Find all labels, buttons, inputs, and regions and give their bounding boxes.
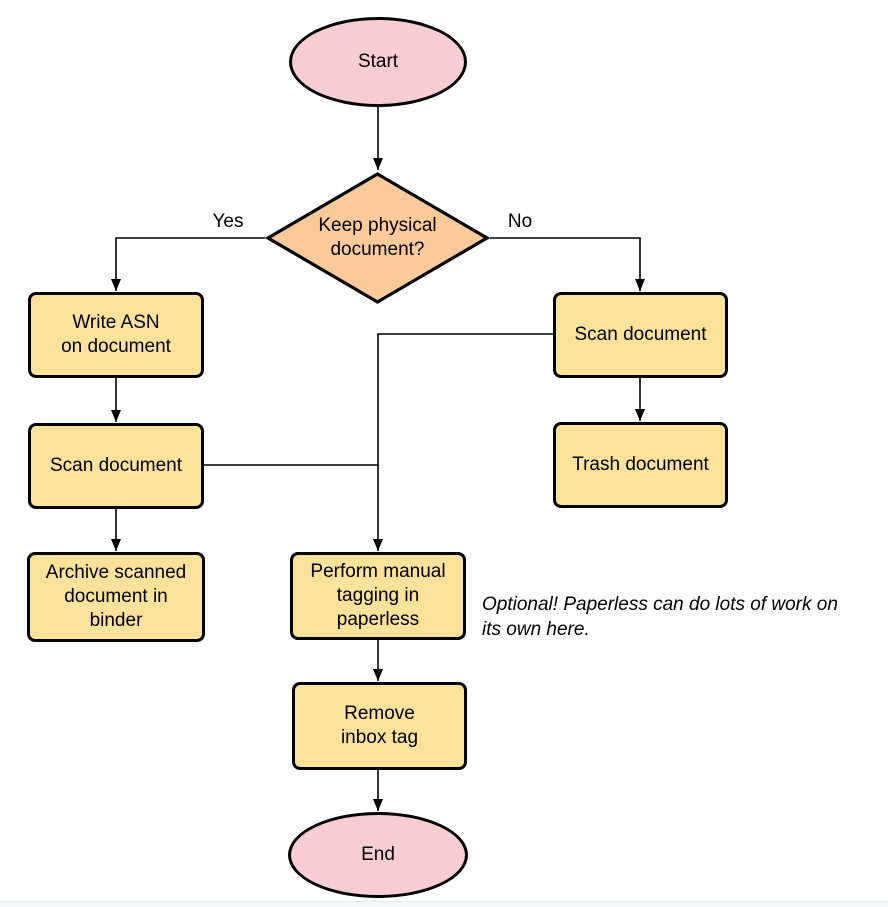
node-end-line: End [361,844,395,865]
node-scan-right-line: Scan document [574,324,707,345]
edge-scan-right-to-junction [377,333,553,465]
node-archive-line: binder [89,610,143,631]
node-remove-inbox-line: Remove [344,703,415,724]
node-archive-label: Archive scanned document in binder [46,561,186,633]
node-perform-tagging-line: Perform manual [310,561,446,582]
node-write-asn-line: on document [61,336,171,357]
node-write-asn-label: Write ASN on document [61,311,171,359]
node-scan-left-label: Scan document [50,454,182,478]
node-scan-left-line: Scan document [49,455,183,476]
edge-label-yes: Yes [203,211,253,233]
node-scan-right-label: Scan document [574,323,706,347]
node-archive-line: document in [64,586,168,607]
node-archive-document: Archive scanned document in binder [27,552,205,642]
annotation-optional-note: Optional! Paperless can do lots of work … [482,592,838,642]
edge-scan-left-to-perform-tagging [204,464,383,551]
node-perform-tagging-line: tagging in [336,585,420,606]
edge-decision-no-to-scan-right [490,237,645,291]
annotation-line: Optional! Paperless can do lots of work … [482,594,838,615]
node-decision-line: Keep physical [318,215,437,236]
annotation-line: its own here. [482,619,590,640]
node-perform-tagging-label: Perform manual tagging in paperless [310,560,445,632]
diamond-shape [265,172,490,304]
node-perform-tagging-line: paperless [336,609,420,630]
node-remove-inbox-tag: Remove inbox tag [292,682,467,770]
node-decision-line: document? [330,239,425,260]
edge-label-no: No [495,211,545,233]
node-remove-inbox-line: inbox tag [340,727,419,748]
node-start-line: Start [357,51,399,72]
node-scan-document-left: Scan document [28,423,204,509]
node-write-asn: Write ASN on document [28,292,204,378]
node-start-label: Start [358,50,398,74]
node-decision-keep-physical: Keep physical document? [265,171,490,305]
node-end: End [288,812,468,898]
edge-decision-yes-to-write-asn [111,237,265,291]
node-trash-line: Trash document [572,454,709,475]
node-archive-line: Archive scanned [45,562,187,583]
node-end-label: End [361,843,395,867]
node-write-asn-line: Write ASN [72,312,160,333]
node-perform-tagging: Perform manual tagging in paperless [290,552,466,640]
node-start: Start [289,17,467,107]
bottom-page-strip [0,901,888,907]
node-decision-label: Keep physical document? [318,214,436,262]
node-scan-document-right: Scan document [553,292,728,378]
node-trash-document: Trash document [553,422,728,508]
node-remove-inbox-label: Remove inbox tag [341,702,418,750]
node-trash-label: Trash document [572,453,709,477]
